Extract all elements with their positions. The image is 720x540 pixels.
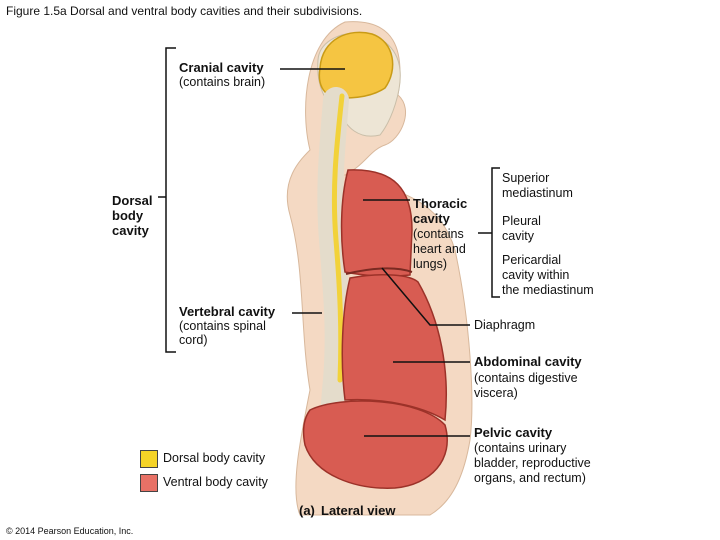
legend-label-ventral: Ventral body cavity bbox=[163, 475, 268, 490]
label-diaphragm: Diaphragm bbox=[474, 318, 535, 333]
label-thoracic-line1: Thoracic bbox=[413, 196, 467, 211]
thoracic-cavity bbox=[342, 170, 412, 276]
label-dorsal-line2: body bbox=[112, 208, 143, 223]
label-abdominal-desc1: (contains digestive bbox=[474, 371, 578, 386]
label-thoracic-desc3: lungs) bbox=[413, 257, 447, 272]
dorsal-bracket bbox=[166, 48, 176, 352]
legend-label-dorsal: Dorsal body cavity bbox=[163, 451, 265, 466]
label-cranial-desc: (contains brain) bbox=[179, 75, 265, 90]
legend-swatch-ventral bbox=[140, 474, 158, 492]
caption-letter: (a) bbox=[299, 503, 315, 518]
label-vertebral-desc2: cord) bbox=[179, 333, 207, 348]
caption-text: Lateral view bbox=[321, 503, 395, 518]
label-abdominal-cavity: Abdominal cavity bbox=[474, 354, 582, 369]
label-pelvic-desc1: (contains urinary bbox=[474, 441, 566, 456]
label-vertebral-desc1: (contains spinal bbox=[179, 319, 266, 334]
label-pleural-1: Pleural bbox=[502, 214, 541, 229]
thoracic-bracket bbox=[492, 168, 500, 297]
label-abdominal-desc2: viscera) bbox=[474, 386, 518, 401]
label-pleural-2: cavity bbox=[502, 229, 534, 244]
label-pelvic-desc3: organs, and rectum) bbox=[474, 471, 586, 486]
label-pericardial-2: cavity within bbox=[502, 268, 569, 283]
label-superior-mediastinum-2: mediastinum bbox=[502, 186, 573, 201]
label-dorsal-line1: Dorsal bbox=[112, 193, 152, 208]
label-thoracic-desc1: (contains bbox=[413, 227, 464, 242]
copyright: © 2014 Pearson Education, Inc. bbox=[6, 526, 133, 536]
label-thoracic-line2: cavity bbox=[413, 211, 450, 226]
label-superior-mediastinum-1: Superior bbox=[502, 171, 549, 186]
legend-swatch-dorsal bbox=[140, 450, 158, 468]
label-cranial-cavity: Cranial cavity bbox=[179, 60, 264, 75]
label-pericardial-1: Pericardial bbox=[502, 253, 561, 268]
label-thoracic-desc2: heart and bbox=[413, 242, 466, 257]
label-vertebral-cavity: Vertebral cavity bbox=[179, 304, 275, 319]
label-dorsal-line3: cavity bbox=[112, 223, 149, 238]
label-pericardial-3: the mediastinum bbox=[502, 283, 594, 298]
label-pelvic-cavity: Pelvic cavity bbox=[474, 425, 552, 440]
label-pelvic-desc2: bladder, reproductive bbox=[474, 456, 591, 471]
